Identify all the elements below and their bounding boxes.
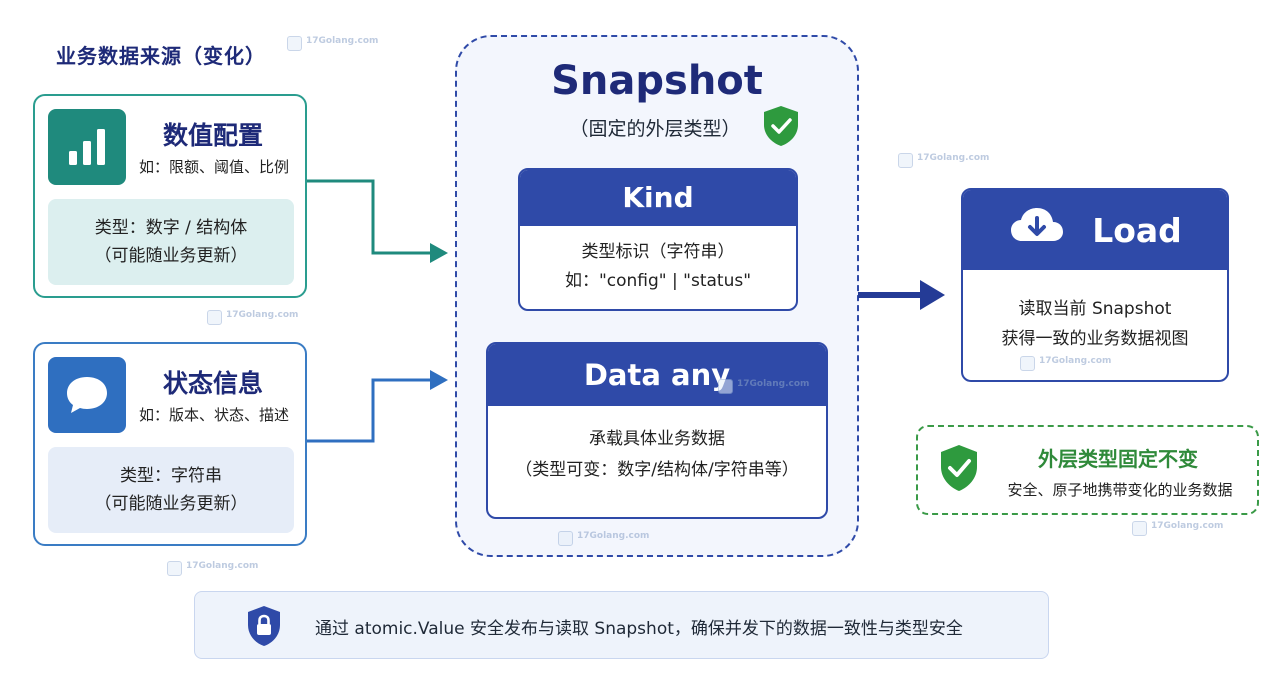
load-line-2: 获得一致的业务数据视图 [1001,329,1189,349]
watermark: 17Golang.com [1132,521,1223,536]
load-body: 读取当前 Snapshot 获得一致的业务数据视图 [963,270,1227,354]
watermark-text: 17Golang.com [186,561,259,571]
source-type-line: 类型：字符串 [120,466,222,486]
source-card-numeric-config: 数值配置 如：限额、阈值、比例 类型：数字 / 结构体 （可能随业务更新） [33,94,307,298]
arrowhead [920,280,945,310]
watermark-text: 17Golang.com [917,153,990,163]
note-title: 外层类型固定不变 [1038,447,1198,471]
data-desc: 承载具体业务数据 [589,429,725,449]
watermark: 17Golang.com [558,531,649,546]
source-examples: 如：版本、状态、描述 [139,406,290,424]
kind-example: 如："config" | "status" [564,271,752,291]
watermark: 17Golang.com [718,379,809,394]
watermark: 17Golang.com [287,36,378,51]
data-card: Data any 承载具体业务数据 （类型可变：数字/结构体/字符串等） [486,342,828,519]
fixed-type-note: 外层类型固定不变 安全、原子地携带变化的业务数据 [916,425,1259,515]
shield-check-icon [761,104,801,148]
data-body: 承载具体业务数据 （类型可变：数字/结构体/字符串等） [488,406,826,486]
cloud-download-icon [1008,205,1066,255]
data-title: Data any [488,344,826,406]
load-card: Load 读取当前 Snapshot 获得一致的业务数据视图 [961,188,1229,382]
watermark-text: 17Golang.com [1151,521,1224,531]
source-type-box: 类型：字符串 （可能随业务更新） [48,447,294,533]
source-title: 数值配置 [162,121,263,150]
watermark-text: 17Golang.com [737,379,810,389]
arrow-status-to-snapshot [307,378,432,443]
source-card-status-info: 状态信息 如：版本、状态、描述 类型：字符串 （可能随业务更新） [33,342,307,546]
kind-body: 类型标识（字符串） 如："config" | "status" [520,226,796,296]
watermark: 17Golang.com [167,561,258,576]
shield-lock-icon [245,604,283,648]
chat-bubble-icon [48,357,126,433]
kind-desc: 类型标识（字符串） [581,242,735,262]
load-title: Load [1092,210,1182,250]
data-note: （类型可变：数字/结构体/字符串等） [515,460,799,480]
kind-title: Kind [520,170,796,226]
source-type-note: （可能随业务更新） [94,246,248,266]
source-type-note: （可能随业务更新） [94,494,248,514]
source-title: 状态信息 [162,369,263,398]
snapshot-title: Snapshot [551,58,763,104]
load-line-1: 读取当前 Snapshot [1018,299,1172,319]
arrow-numeric-to-snapshot [307,179,432,255]
watermark: 17Golang.com [1020,356,1111,371]
watermark-text: 17Golang.com [1039,356,1112,366]
source-type-line: 类型：数字 / 结构体 [94,218,248,238]
atomic-value-banner: 通过 atomic.Value 安全发布与读取 Snapshot，确保并发下的数… [194,591,1049,659]
kind-card: Kind 类型标识（字符串） 如："config" | "status" [518,168,798,311]
watermark-text: 17Golang.com [226,310,299,320]
source-examples: 如：限额、阈值、比例 [139,158,290,176]
arrowhead [430,370,448,390]
watermark-text: 17Golang.com [306,36,379,46]
note-subtitle: 安全、原子地携带变化的业务数据 [1007,481,1233,499]
section-title: 业务数据来源（变化） [56,44,266,68]
watermark: 17Golang.com [207,310,298,325]
load-header: Load [963,190,1227,270]
source-type-box: 类型：数字 / 结构体 （可能随业务更新） [48,199,294,285]
banner-text: 通过 atomic.Value 安全发布与读取 Snapshot，确保并发下的数… [315,619,963,639]
snapshot-subtitle: （固定的外层类型） [569,118,741,140]
shield-check-icon [938,443,980,493]
watermark-text: 17Golang.com [577,531,650,541]
bar-chart-icon [48,109,126,185]
arrowhead [430,243,448,263]
watermark: 17Golang.com [898,153,989,168]
